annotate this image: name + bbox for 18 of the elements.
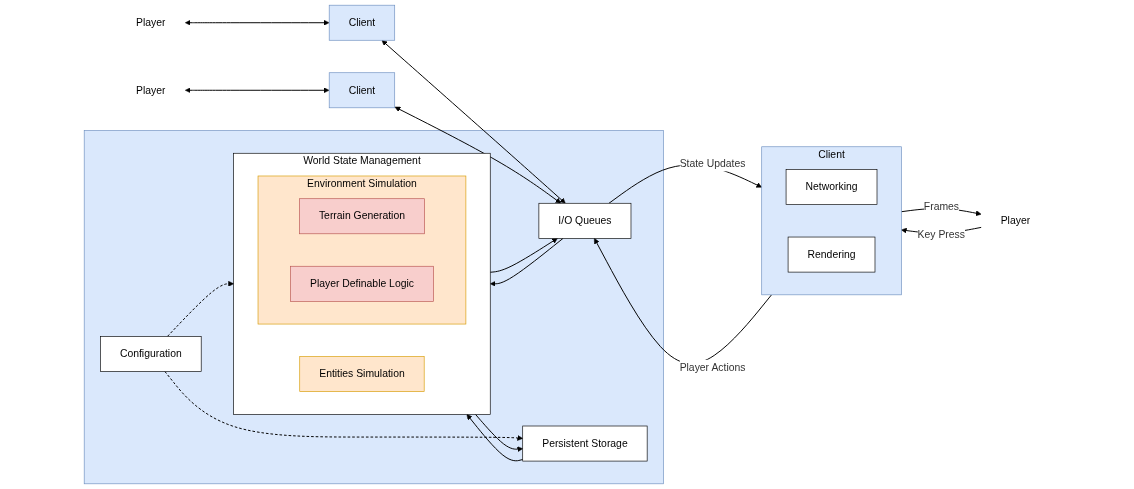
node-box: Client [328,4,396,41]
node-text: Player [136,84,166,96]
node-text: Player [1000,214,1031,226]
node-box: Player Definable Logic [290,265,434,302]
edge-label: Frames [923,200,960,212]
node-box: Terrain Generation [299,198,425,235]
edge-label: State Updates [679,157,746,169]
node-box: Client [328,72,396,109]
node-box: Entities Simulation [299,356,425,392]
node-box: Networking [785,169,878,205]
node-box: Persistent Storage [522,425,648,462]
cluster [83,130,664,485]
node-box: Configuration [100,336,202,372]
edge-label: Key Press [917,229,966,241]
node-text: Player [136,16,166,28]
edge-label: Player Actions [679,361,746,373]
node-box: I/O Queues [538,202,632,239]
node-box: Rendering [787,236,876,273]
